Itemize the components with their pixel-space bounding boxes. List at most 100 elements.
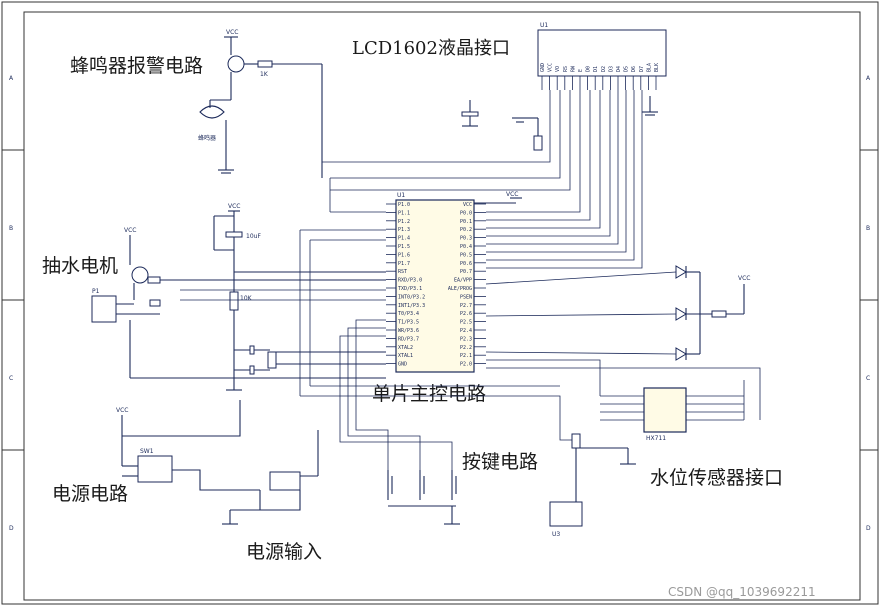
lcd-pin-label: RW — [570, 65, 576, 72]
border-letter-b-right: B — [866, 225, 870, 232]
lcd-pin-label: D5 — [624, 66, 630, 72]
mcu-left-pin-label: INT0/P3.2 — [398, 294, 425, 300]
border-ticks — [2, 149, 878, 451]
capacitor-c2 — [461, 111, 479, 117]
lcd-pin-label: GND — [540, 63, 546, 72]
mcu-right-pin-label: P2.7 — [460, 303, 472, 309]
resistor-r3-value: 10K — [240, 295, 253, 302]
label-power-input: 电源输入 — [246, 541, 322, 563]
lcd-header — [537, 29, 667, 77]
mcu-right-pins: VCCP0.0P0.1P0.2P0.3P0.4P0.5P0.6P0.7EA/VP… — [448, 202, 486, 368]
mcu-left-pin-label: WR/P3.6 — [398, 328, 419, 334]
mcu-left-pin-label: P1.5 — [398, 244, 410, 250]
led-d3 — [485, 347, 687, 361]
sensor-connector — [549, 501, 583, 527]
sheet-border-inner — [23, 11, 861, 601]
lcd-pin-label: D0 — [586, 66, 592, 72]
mcu-right-pin-label: P0.4 — [460, 244, 472, 250]
resistor-r1 — [257, 60, 273, 68]
led-d2 — [485, 307, 687, 321]
mcu-right-pin-label: P0.0 — [460, 210, 472, 216]
vcc-label-power: VCC — [116, 407, 128, 414]
lcd-pin-label: VO — [555, 66, 561, 72]
lcd-pin-label: VCC — [548, 63, 554, 72]
border-letter-d-left: D — [9, 525, 14, 532]
watermark: CSDN @qq_1039692211 — [668, 585, 816, 599]
lcd-pin-label: D4 — [616, 66, 622, 72]
lcd-pin-label: D1 — [593, 66, 599, 72]
buzzer-symbol — [199, 105, 225, 119]
mcu-ref: U1 — [397, 192, 405, 199]
reset-circuit: VCC 10uF 10K — [213, 203, 386, 391]
mcu-right-pin-label: P2.0 — [460, 362, 472, 368]
label-sensor-interface: 水位传感器接口 — [650, 467, 783, 489]
lcd-pin-label: RS — [563, 66, 569, 72]
mcu-left-pin-label: P1.2 — [398, 219, 410, 225]
mcu-right-pin-label: P2.1 — [460, 353, 472, 359]
mcu-right-pin-label: P0.3 — [460, 236, 472, 242]
mcu-left-pin-label: GND — [398, 362, 407, 368]
label-buzzer-circuit: 蜂鸣器报警电路 — [70, 55, 203, 77]
mcu-left-pin-label: P1.4 — [398, 236, 410, 242]
mcu-left-pin-label: T0/P3.4 — [398, 311, 419, 317]
mcu-left-pins: P1.0P1.1P1.2P1.3P1.4P1.5P1.6P1.7RSTRXD/P… — [386, 202, 425, 368]
diode-d4 — [149, 299, 161, 307]
border-letter-c-right: C — [866, 375, 870, 382]
power-switch-ref: SW1 — [140, 448, 154, 455]
resistor-r7 — [711, 310, 727, 318]
border-letter-a-left: A — [9, 75, 14, 82]
label-power-circuit: 电源电路 — [52, 483, 128, 505]
sensor-chip-name: HX711 — [646, 435, 666, 442]
mcu-right-pin-label: P0.2 — [460, 227, 472, 233]
lcd-pin-label: BLK — [654, 63, 660, 72]
motor-connector-ref: P1 — [92, 288, 100, 295]
mcu-left-pin-label: INT1/P3.3 — [398, 303, 425, 309]
lcd-pin-label: D2 — [601, 66, 607, 72]
key-s3 — [451, 470, 457, 500]
mcu-left-pin-label: T1/P3.5 — [398, 320, 419, 326]
vcc-label-buzzer: VCC — [226, 29, 238, 36]
mcu-left-pin-label: XTAL2 — [398, 345, 413, 351]
border-letter-b-left: B — [9, 225, 13, 232]
key-circuit — [339, 319, 460, 525]
mcu-left-pin-label: P1.3 — [398, 227, 410, 233]
capacitor-c1 — [249, 345, 255, 355]
mcu-left-pin-label: P1.6 — [398, 252, 410, 258]
mcu-chip — [395, 199, 475, 373]
crystal-y1 — [267, 351, 277, 369]
led-d1 — [485, 265, 687, 285]
mcu-right-pin-label: EA/VPP — [454, 278, 472, 284]
sensor-chip — [643, 387, 687, 433]
capacitor-c3 — [225, 231, 243, 238]
mcu-right-pin-label: P0.6 — [460, 261, 472, 267]
mcu-right-pin-label: PSEN — [460, 294, 472, 300]
vcc-label-motor: VCC — [124, 227, 136, 234]
key-s2 — [419, 470, 425, 500]
pump-motor-circuit: VCC P1 — [91, 227, 386, 379]
led-indicators: VCC — [485, 265, 750, 361]
mcu-left-wiring — [180, 229, 560, 396]
lcd-pin-label: D3 — [608, 66, 614, 72]
key-s1 — [387, 470, 393, 500]
vcc-label-led: VCC — [738, 275, 750, 282]
mcu-left-pin-label: P1.7 — [398, 261, 410, 267]
mcu-left-pin-label: RXD/P3.0 — [398, 278, 422, 284]
resistor-r3 — [229, 291, 239, 311]
label-lcd-interface: LCD1602液晶接口 — [352, 38, 510, 59]
label-mcu-circuit: 单片主控电路 — [372, 383, 486, 405]
mcu-block: U1 P1.0P1.1P1.2P1.3P1.4P1.5P1.6P1.7RSTRX… — [386, 191, 522, 373]
border-letter-a-right: A — [866, 75, 871, 82]
buzzer-name: 蜂鸣器 — [198, 134, 216, 142]
lcd-pin-label: E — [578, 69, 584, 72]
mcu-right-pin-label: VCC — [463, 202, 472, 208]
mcu-right-pin-label: P0.7 — [460, 269, 472, 275]
resistor-r1-value: 1K — [260, 71, 269, 78]
mcu-right-pin-label: P0.5 — [460, 252, 472, 258]
lcd-pin-label: D7 — [639, 66, 645, 72]
mcu-left-pin-label: TXD/P3.1 — [398, 286, 422, 292]
lcd-pin-label: D6 — [631, 66, 637, 72]
resistor-r5 — [147, 276, 161, 284]
